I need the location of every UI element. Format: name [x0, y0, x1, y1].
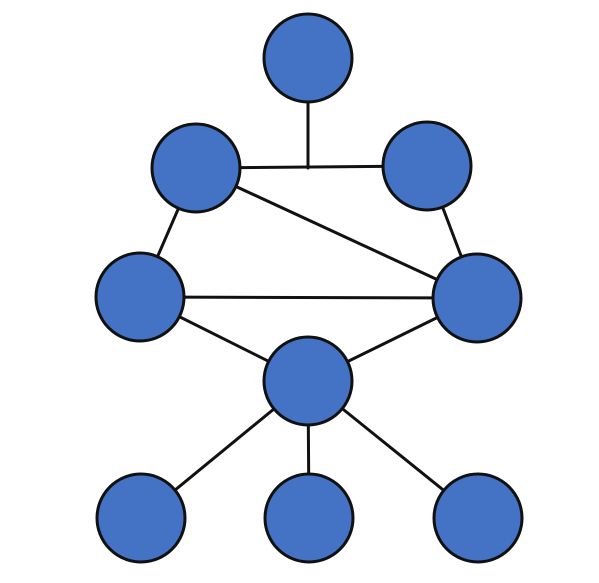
edge-middle-left-middle-right: [138, 295, 479, 300]
node-center: [262, 335, 354, 427]
node-top: [262, 12, 354, 104]
node-middle-left: [94, 251, 186, 343]
edge-upper-left-middle-right: [194, 166, 479, 300]
node-upper-right: [381, 120, 473, 212]
nodes-group: [94, 12, 524, 564]
node-bottom-left: [95, 472, 187, 564]
node-bottom-right: [432, 472, 524, 564]
node-upper-left: [150, 122, 242, 214]
node-bottom-middle: [263, 472, 355, 564]
node-middle-right: [431, 252, 523, 344]
